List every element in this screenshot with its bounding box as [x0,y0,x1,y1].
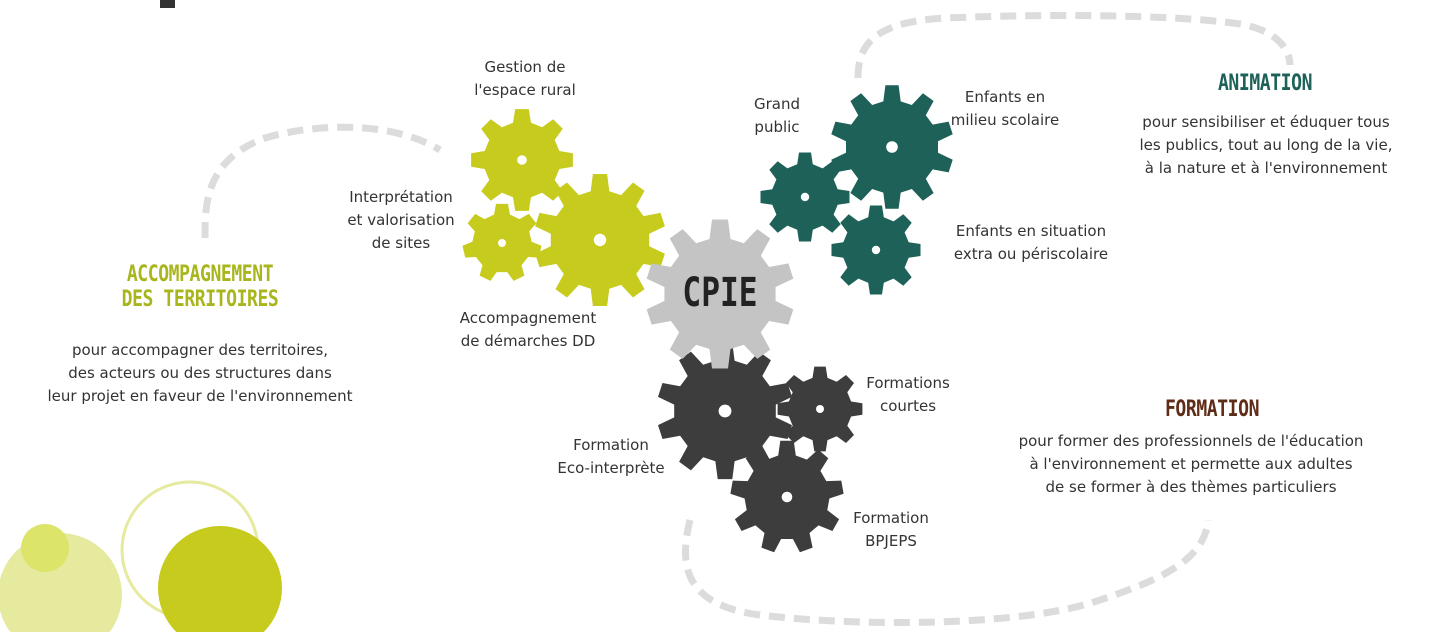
label-enfants-milieu-scolaire: Enfants en milieu scolaire [950,88,1060,129]
label-formations-courtes: Formations courtes [866,374,950,415]
decorative-circle-mid [21,524,69,572]
dashed-path-accompagnement [201,123,442,239]
gear-grand-public-hole [800,192,810,202]
gear-gestion [471,109,573,211]
decorative-circles [0,0,282,632]
decorative-top-mark [160,0,175,8]
label-enfants-extra-periscolaire: Enfants en situation extra ou périscolai… [953,222,1109,263]
section-title-animation: ANIMATION [1217,71,1313,96]
label-formation-eco-interprete: Formation Eco-interprète [557,436,665,477]
section-desc-accompagnement: pour accompagner des territoires, des ac… [47,341,353,405]
gear-enfants-scolaire [831,85,953,209]
section-title-accompagnement: ACCOMPAGNEMENT DES TERRITOIRES [121,262,279,312]
gear-formation-eco [658,342,792,480]
section-desc-animation: pour sensibiliser et éduquer tous les pu… [1139,113,1393,177]
label-formation-bpjeps: Formation BPJEPS [853,509,929,550]
gears [462,85,953,553]
gear-enfants-extra-hole [871,245,881,255]
section-title-formation: FORMATION [1164,397,1260,422]
gear-interpretation-hole [498,239,506,247]
gear-interpretation [462,203,542,281]
label-interpretation-sites: Interprétation et valorisation de sites [347,188,455,252]
section-desc-formation: pour former des professionnels de l'éduc… [1018,432,1364,496]
gear-cpie-center [646,219,794,369]
dashed-path-animation [854,12,1294,79]
gear-grand-public [760,152,850,242]
cpie-center-label: CPIE [682,270,758,316]
gear-formation-bpjeps-hole [781,491,793,503]
gear-formation-bpjeps [730,440,844,553]
gear-accompagnement-hole [593,233,607,247]
label-grand-public: Grand public [753,95,800,136]
gear-enfants-extra [831,205,921,295]
dashed-connectors [201,12,1294,627]
gear-cpie-center-body [646,219,794,369]
gear-formations-courtes [777,366,863,452]
gear-formation-eco-hole [718,404,732,418]
gear-formations-courtes-hole [816,405,824,413]
gear-accompagnement [535,174,665,306]
gear-enfants-scolaire-hole [886,141,898,153]
label-accompagnement-dd: Accompagnement de démarches DD [459,309,597,350]
dashed-path-formation [682,519,1212,627]
label-gestion-espace-rural: Gestion de l'espace rural [474,58,576,99]
gear-gestion-hole [517,155,527,165]
decorative-circle-large [158,526,282,632]
